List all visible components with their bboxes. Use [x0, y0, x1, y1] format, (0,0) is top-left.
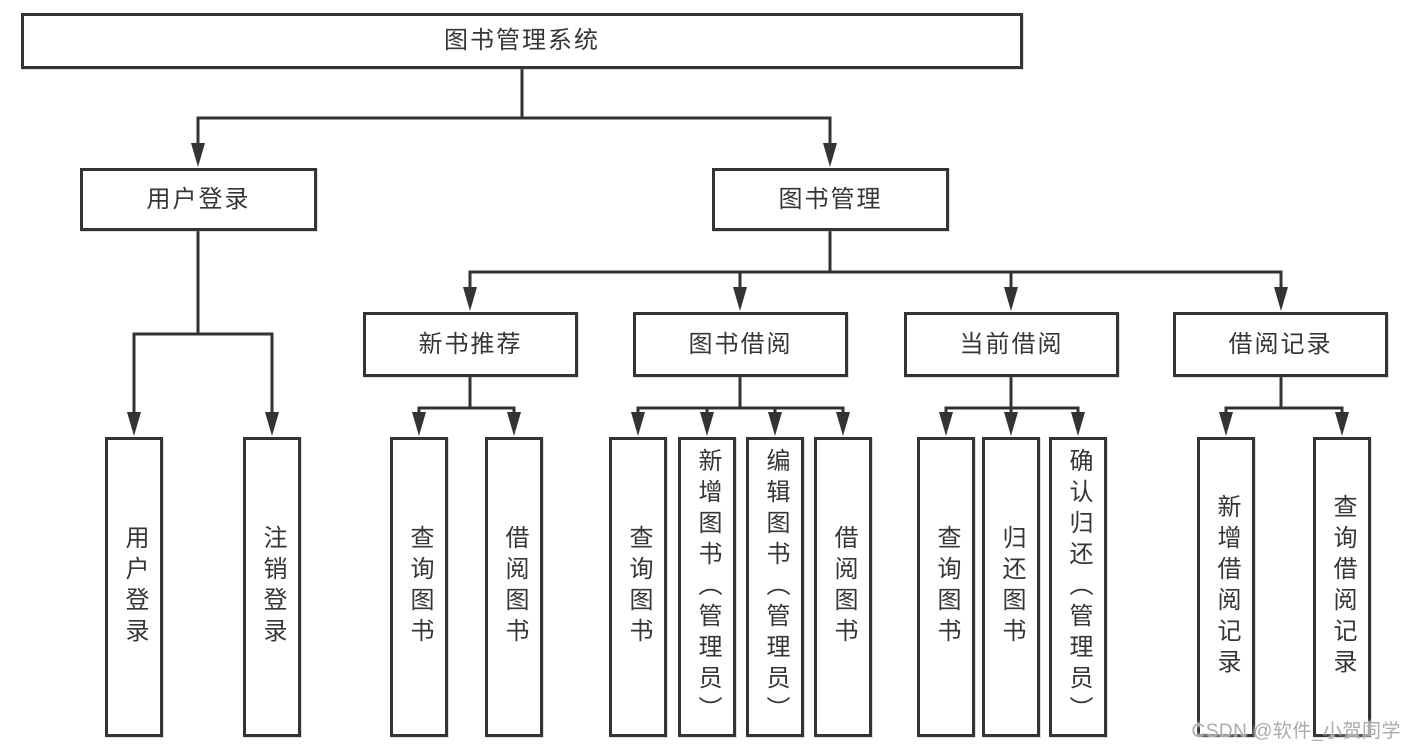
- leaf-logout: 注销登录: [243, 437, 301, 737]
- leaf-newrec-query-books: 查询图书: [390, 437, 448, 737]
- leaf-query-borrow-record-label: 查询借阅记录: [1329, 494, 1356, 680]
- leaf-newrec-borrow-books: 借阅图书: [485, 437, 543, 737]
- node-book-management-label: 图书管理: [778, 185, 883, 213]
- leaf-logout-label: 注销登录: [259, 525, 286, 649]
- arrowhead-icons: [127, 143, 1349, 436]
- leaf-borrowing-borrow-books: 借阅图书: [814, 437, 872, 737]
- leaf-add-borrow-record-label: 新增借阅记录: [1213, 494, 1240, 680]
- watermark: CSDN @软件_小贺同学: [1191, 721, 1401, 742]
- leaf-return-books: 归还图书: [982, 437, 1040, 737]
- leaf-current-query-books-label: 查询图书: [933, 525, 960, 649]
- node-root-system: 图书管理系统: [21, 13, 1023, 69]
- leaf-query-borrow-record: 查询借阅记录: [1313, 437, 1371, 737]
- node-current-borrowing-label: 当前借阅: [959, 330, 1064, 358]
- leaf-edit-books-admin-label: 编辑图书（管理员）: [762, 447, 789, 727]
- leaf-add-books-admin: 新增图书（管理员）: [678, 437, 736, 737]
- node-new-book-recommend: 新书推荐: [363, 312, 578, 377]
- leaf-borrowing-query-books-label: 查询图书: [625, 525, 652, 649]
- leaf-newrec-borrow-books-label: 借阅图书: [501, 525, 528, 649]
- leaf-current-query-books: 查询图书: [917, 437, 975, 737]
- leaf-borrowing-query-books: 查询图书: [609, 437, 667, 737]
- leaf-user-login: 用户登录: [105, 437, 163, 737]
- node-book-borrowing-label: 图书借阅: [688, 330, 793, 358]
- leaf-add-borrow-record: 新增借阅记录: [1197, 437, 1255, 737]
- leaf-borrowing-borrow-books-label: 借阅图书: [830, 525, 857, 649]
- leaf-user-login-label: 用户登录: [121, 525, 148, 649]
- node-book-management: 图书管理: [712, 168, 949, 231]
- node-new-book-recommend-label: 新书推荐: [418, 330, 523, 358]
- node-user-login-label: 用户登录: [146, 185, 251, 213]
- node-borrowing-records: 借阅记录: [1173, 312, 1388, 377]
- leaf-confirm-return-admin: 确认归还（管理员）: [1049, 437, 1107, 737]
- node-current-borrowing: 当前借阅: [904, 312, 1119, 377]
- leaf-newrec-query-books-label: 查询图书: [406, 525, 433, 649]
- node-root-system-label: 图书管理系统: [444, 27, 600, 55]
- node-user-login: 用户登录: [80, 168, 317, 231]
- leaf-edit-books-admin: 编辑图书（管理员）: [746, 437, 804, 737]
- leaf-confirm-return-admin-label: 确认归还（管理员）: [1065, 447, 1092, 727]
- leaf-add-books-admin-label: 新增图书（管理员）: [694, 447, 721, 727]
- node-borrowing-records-label: 借阅记录: [1228, 330, 1333, 358]
- leaf-return-books-label: 归还图书: [998, 525, 1025, 649]
- node-book-borrowing: 图书借阅: [633, 312, 848, 377]
